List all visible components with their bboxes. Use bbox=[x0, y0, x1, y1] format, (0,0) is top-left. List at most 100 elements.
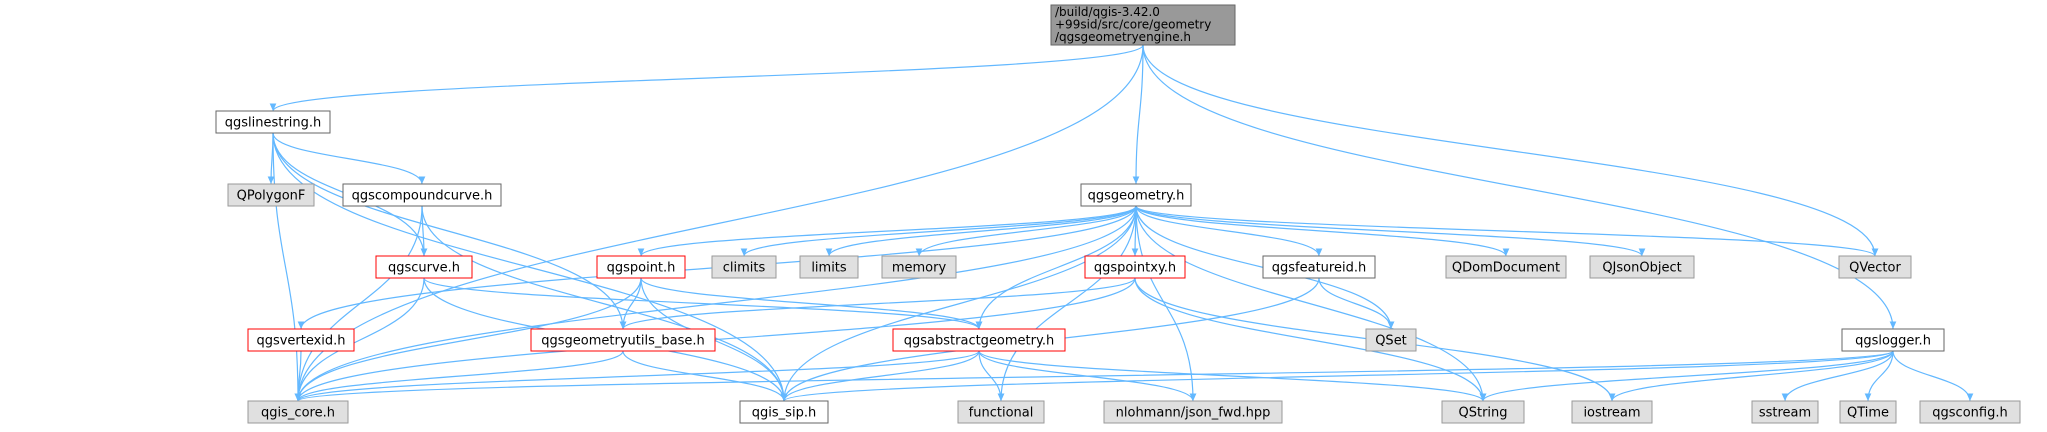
edge-qgscurve-to-qgsabstractgeometry bbox=[423, 277, 983, 330]
node-QString: QString bbox=[1441, 400, 1525, 424]
node-qgscurve[interactable]: qgscurve.h bbox=[375, 255, 473, 279]
node-QTime-box bbox=[1839, 400, 1897, 424]
node-iostream-box bbox=[1571, 400, 1653, 424]
node-qgsconfig: qgsconfig.h bbox=[1919, 400, 2021, 424]
node-QVector: QVector bbox=[1838, 255, 1912, 279]
node-qgsfeatureid[interactable]: qgsfeatureid.h bbox=[1262, 255, 1376, 279]
node-qgslinestring[interactable]: qgslinestring.h bbox=[215, 110, 331, 134]
node-QSet: QSet bbox=[1365, 328, 1417, 352]
node-climits-label: climits bbox=[723, 261, 766, 276]
node-qgsfeatureid-box bbox=[1262, 255, 1376, 279]
node-limits-label: limits bbox=[811, 261, 847, 276]
edge-qgsgeometry-to-climits bbox=[740, 205, 1137, 257]
node-qgis_sip-box bbox=[739, 400, 829, 424]
node-qgspointxy-label: qgspointxy.h bbox=[1094, 261, 1176, 276]
edge-qgsgeometryutils_base-to-qgis_core bbox=[294, 350, 624, 402]
node-qgslogger-box bbox=[1841, 328, 1945, 352]
node-qgsgeometryutils_base[interactable]: qgsgeometryutils_base.h bbox=[530, 328, 716, 352]
node-qgspointxy-box bbox=[1084, 255, 1186, 279]
edge-qgsgeometry-to-qgis_sip bbox=[780, 205, 1137, 402]
node-limits-box bbox=[799, 255, 859, 279]
edge-qgspoint-to-qgsabstractgeometry bbox=[640, 277, 983, 330]
edge-qgsabstractgeometry-to-QString bbox=[978, 350, 1487, 402]
node-qgslinestring-label: qgslinestring.h bbox=[225, 116, 321, 131]
node-nlohmann-box bbox=[1103, 400, 1283, 424]
edge-qgslinestring-to-QPolygonF bbox=[267, 132, 275, 185]
node-qgsvertexid-label: qgsvertexid.h bbox=[256, 334, 345, 349]
node-QSet-label: QSet bbox=[1375, 334, 1407, 349]
node-QDomDocument-label: QDomDocument bbox=[1452, 261, 1560, 276]
node-QSet-box bbox=[1365, 328, 1417, 352]
node-qgis_sip-label: qgis_sip.h bbox=[752, 406, 816, 421]
node-qgsfeatureid-label: qgsfeatureid.h bbox=[1272, 261, 1366, 276]
node-QJsonObject: QJsonObject bbox=[1589, 255, 1695, 279]
edge-qgsfeatureid-to-QSet bbox=[1318, 277, 1395, 330]
node-root-line-1: /build/qgis-3.42.0 bbox=[1055, 5, 1160, 19]
node-root-qgsgeometryengine[interactable]: /build/qgis-3.42.0+99sid/src/core/geomet… bbox=[1050, 4, 1236, 46]
node-memory-box bbox=[881, 255, 957, 279]
nodes-layer: /build/qgis-3.42.0+99sid/src/core/geomet… bbox=[215, 4, 2021, 424]
node-qgslogger[interactable]: qgslogger.h bbox=[1841, 328, 1945, 352]
node-qgspoint[interactable]: qgspoint.h bbox=[596, 255, 686, 279]
edge-qgscurve-to-qgis_core bbox=[294, 277, 425, 402]
edge-root-to-QVector bbox=[1142, 44, 1879, 257]
node-climits: climits bbox=[711, 255, 777, 279]
edge-qgsabstractgeometry-to-functional bbox=[978, 350, 1005, 402]
node-qgsgeometry-label: qgsgeometry.h bbox=[1088, 189, 1185, 204]
node-qgis_core-box bbox=[247, 400, 349, 424]
edge-qgspoint-to-qgis_core bbox=[294, 277, 642, 402]
edge-qgsgeometry-to-limits bbox=[825, 205, 1137, 257]
node-QDomDocument: QDomDocument bbox=[1445, 255, 1567, 279]
node-sstream: sstream bbox=[1751, 400, 1819, 424]
node-qgscompoundcurve-label: qgscompoundcurve.h bbox=[352, 189, 493, 204]
edge-qgsgeometry-to-QJsonObject bbox=[1135, 205, 1646, 257]
edge-qgsgeometry-to-qgsabstractgeometry bbox=[975, 205, 1137, 330]
node-sstream-box bbox=[1751, 400, 1819, 424]
edge-qgslinestring-to-qgsgeometryutils_base bbox=[272, 132, 627, 330]
edge-qgsgeometry-to-qgis_core bbox=[294, 205, 1137, 402]
node-qgspoint-box bbox=[596, 255, 686, 279]
node-root-line-2: +99sid/src/core/geometry bbox=[1055, 18, 1211, 32]
node-iostream: iostream bbox=[1571, 400, 1653, 424]
edge-qgsgeometry-to-QDomDocument bbox=[1135, 205, 1510, 257]
node-root-line-3: /qgsgeometryengine.h bbox=[1055, 30, 1191, 44]
edge-qgsgeometry-to-functional bbox=[997, 205, 1137, 402]
node-qgsvertexid[interactable]: qgsvertexid.h bbox=[247, 328, 355, 352]
edge-qgsabstractgeometry-to-qgis_core bbox=[294, 350, 980, 402]
node-qgspoint-label: qgspoint.h bbox=[607, 261, 676, 276]
node-sstream-label: sstream bbox=[1759, 406, 1811, 421]
node-iostream-label: iostream bbox=[1583, 406, 1640, 421]
node-qgsabstractgeometry[interactable]: qgsabstractgeometry.h bbox=[892, 328, 1066, 352]
node-QJsonObject-label: QJsonObject bbox=[1602, 261, 1681, 276]
edge-qgspoint-to-qgsgeometryutils_base bbox=[619, 277, 642, 330]
edge-qgspointxy-to-qgis_core bbox=[294, 277, 1136, 402]
edge-qgsgeometry-to-qgsfeatureid bbox=[1135, 205, 1323, 257]
edge-qgslinestring-to-qgis_sip bbox=[272, 132, 788, 402]
node-qgspointxy[interactable]: qgspointxy.h bbox=[1084, 255, 1186, 279]
node-functional-box bbox=[957, 400, 1045, 424]
node-QTime: QTime bbox=[1839, 400, 1897, 424]
node-limits: limits bbox=[799, 255, 859, 279]
edge-qgslogger-to-qgis_core bbox=[295, 350, 1894, 402]
node-qgis_core: qgis_core.h bbox=[247, 400, 349, 424]
node-qgscurve-box bbox=[375, 255, 473, 279]
node-QJsonObject-box bbox=[1589, 255, 1695, 279]
edge-qgsgeometry-to-qgspoint bbox=[637, 205, 1137, 257]
edge-qgsgeometry-to-memory bbox=[915, 205, 1137, 257]
node-qgscompoundcurve[interactable]: qgscompoundcurve.h bbox=[342, 183, 502, 207]
node-QDomDocument-box bbox=[1445, 255, 1567, 279]
node-qgscurve-label: qgscurve.h bbox=[388, 261, 460, 276]
node-QTime-label: QTime bbox=[1847, 406, 1889, 421]
node-qgsgeometry[interactable]: qgsgeometry.h bbox=[1080, 183, 1192, 207]
edges-layer bbox=[267, 44, 1974, 402]
edge-qgslinestring-to-qgis_core bbox=[272, 132, 302, 402]
node-qgscompoundcurve-box bbox=[342, 183, 502, 207]
node-qgsgeometryutils_base-box bbox=[530, 328, 716, 352]
node-nlohmann-label: nlohmann/json_fwd.hpp bbox=[1116, 406, 1271, 421]
edge-qgslogger-to-qgsconfig bbox=[1892, 350, 1974, 402]
edge-qgslogger-to-iostream bbox=[1608, 350, 1894, 402]
edge-qgsgeometry-to-QVector bbox=[1135, 205, 1879, 257]
node-qgis_sip[interactable]: qgis_sip.h bbox=[739, 400, 829, 424]
node-qgsabstractgeometry-box bbox=[892, 328, 1066, 352]
